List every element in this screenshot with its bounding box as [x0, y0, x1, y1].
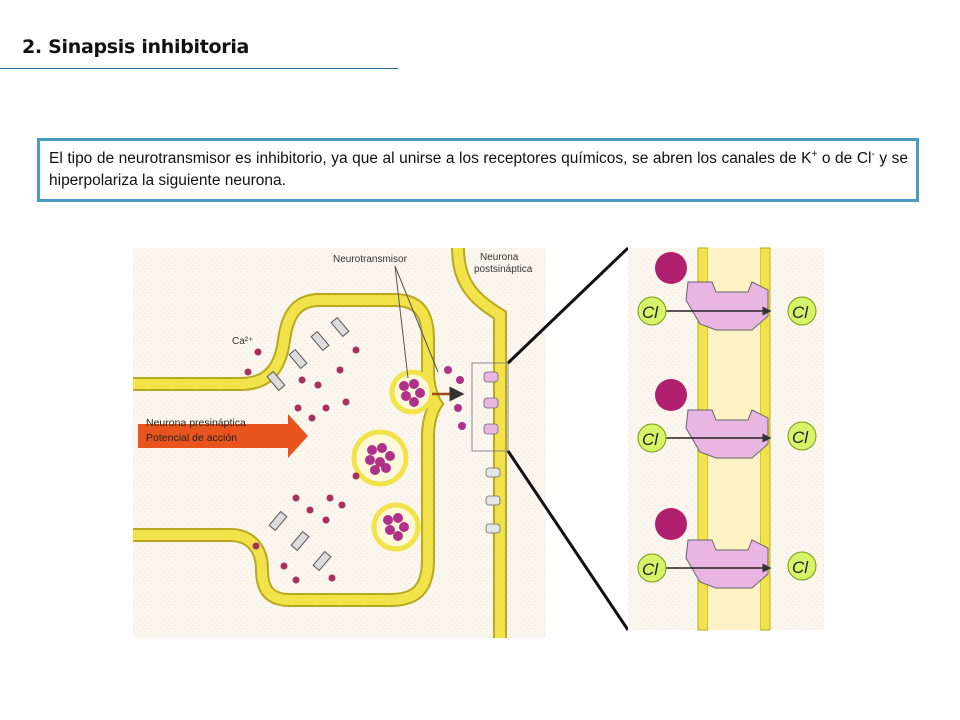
postsynaptic-label-line1: Neurona	[480, 252, 519, 263]
description-text-3: y se hiperpolariza la siguiente neurona.	[49, 150, 909, 189]
action-potential-arrow	[138, 414, 308, 458]
chloride-channel-receptor	[655, 379, 772, 459]
chloride-label: Cl	[642, 430, 659, 449]
description-box: El tipo de neurotransmisor es inhibitori…	[37, 138, 919, 202]
chloride-ion-outside: Cl	[637, 423, 667, 453]
chloride-ion-outside: Cl	[637, 296, 667, 326]
calcium-label: Ca²⁺	[232, 336, 253, 347]
chloride-label: Cl	[792, 303, 809, 322]
receptor-zoom-panel: Cl Cl Cl Cl Cl	[628, 247, 824, 631]
page-title: 2. Sinapsis inhibitoria	[22, 36, 250, 58]
action-potential-label: Potencial de acción	[146, 432, 237, 444]
chloride-ion-inside: Cl	[787, 551, 817, 581]
zoom-connector-bottom	[506, 450, 630, 631]
chloride-ion-inside: Cl	[787, 421, 817, 451]
calcium-ions	[244, 346, 360, 584]
chloride-ion-inside: Cl	[787, 296, 817, 326]
chloride-ion-outside: Cl	[637, 553, 667, 583]
synaptic-vesicle	[371, 502, 421, 552]
synaptic-vesicle	[351, 429, 409, 487]
description-text-2: o de Cl	[817, 150, 872, 167]
title-underline	[0, 68, 398, 69]
presynaptic-label: Neurona presináptica	[146, 417, 246, 429]
chloride-label: Cl	[642, 560, 659, 579]
synapse-overview-panel: Neurona presináptica Potencial de acción	[133, 247, 546, 638]
postsynaptic-receptors	[483, 371, 501, 534]
chloride-superscript: -	[871, 148, 875, 160]
chloride-label: Cl	[792, 558, 809, 577]
calcium-channels	[266, 316, 350, 572]
description-text-1: El tipo de neurotransmisor es inhibitori…	[49, 150, 812, 167]
zoom-region-box	[471, 362, 509, 452]
neurotransmitter-label: Neurotransmisor	[333, 254, 408, 265]
zoom-connector-top	[506, 246, 630, 365]
fusing-vesicle	[389, 369, 435, 415]
chloride-label: Cl	[642, 303, 659, 322]
chloride-channel-receptor	[655, 252, 772, 331]
chloride-channel-receptor	[655, 508, 772, 589]
postsynaptic-label-line2: postsináptica	[474, 264, 533, 275]
potassium-superscript: +	[811, 148, 818, 160]
chloride-label: Cl	[792, 428, 809, 447]
